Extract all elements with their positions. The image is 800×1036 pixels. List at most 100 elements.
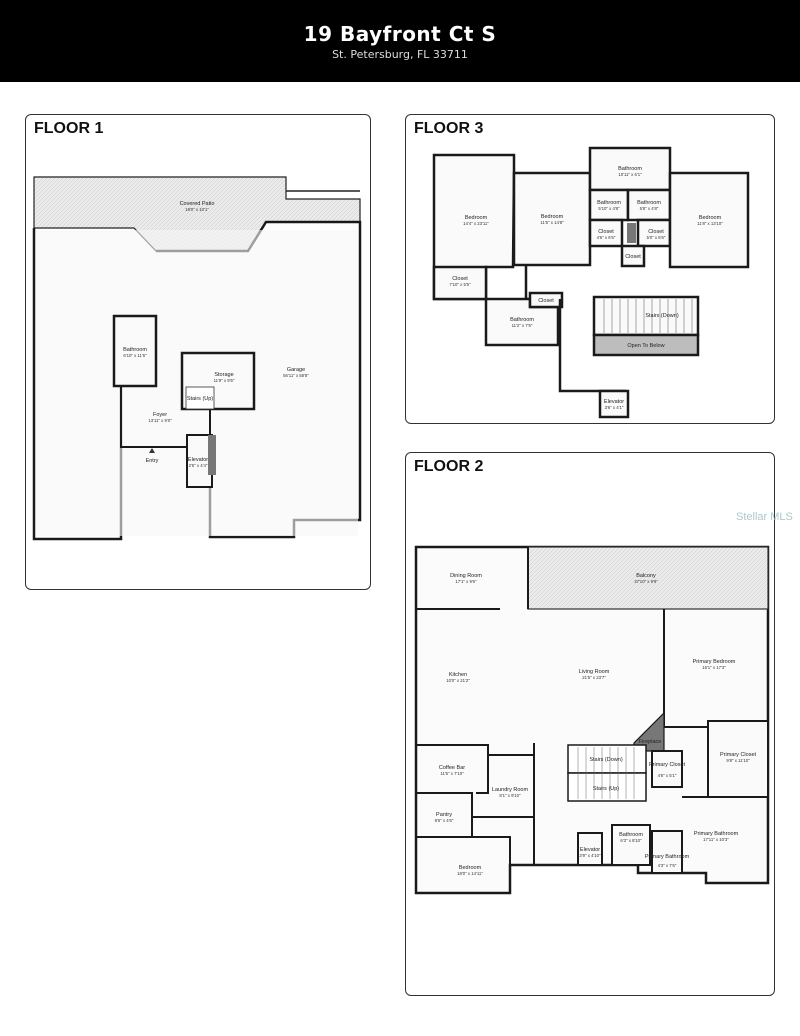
kitchen-label: Kitchen — [449, 672, 467, 678]
floor-2-panel: FLOOR 2 — [405, 452, 775, 996]
closet-w-room — [432, 265, 488, 301]
elevator-shaft — [598, 389, 630, 419]
floor-1-plan: Covered Patio 18'0" x 10'1" Garage 56'11… — [32, 176, 362, 541]
bedroom-a-label: Bedroom — [465, 215, 488, 221]
bathroom-top-label: Bathroom — [618, 166, 642, 172]
primary-bath-dim: 17'11" x 10'3" — [703, 837, 729, 842]
closet-r-label: Closet — [648, 229, 664, 235]
bathroom-dim: 6'3" x 8'10" — [620, 838, 642, 843]
stairs-down-block — [567, 744, 647, 774]
listing-address: 19 Bayfront Ct S — [303, 22, 497, 46]
bedroom-a-dim: 14'4" x 23'11" — [463, 221, 489, 226]
balcony-label: Balcony — [636, 573, 656, 579]
floor-2-outline — [414, 545, 770, 895]
floor-2-title: FLOOR 2 — [414, 458, 484, 475]
small-closet-dim: 4'6" x 5'1" — [658, 773, 677, 778]
listing-city: St. Petersburg, FL 33711 — [332, 48, 468, 61]
bedroom-c-label: Bedroom — [699, 215, 722, 221]
entry-label: Entry — [146, 458, 159, 464]
floor-1-title: FLOOR 1 — [34, 120, 104, 137]
closet-small-label: Closet — [538, 298, 554, 304]
elevator-dim: 3'9" x 4'10" — [579, 853, 601, 858]
stairs-up-block — [567, 772, 647, 802]
foyer-dim: 13'11" x 9'0" — [148, 418, 172, 423]
bathroom-label: Bathroom — [123, 347, 147, 353]
living-dim: 21'5" x 23'7" — [582, 675, 606, 680]
bathroom-label: Bathroom — [619, 832, 643, 838]
dining-label: Dining Room — [450, 573, 482, 579]
elevator-label: Elevator — [580, 847, 600, 853]
primary-bath-small-label: Primary Bathroom — [645, 854, 690, 860]
primary-closet-dim: 9'8" x 11'10" — [726, 758, 750, 763]
stairs-down-label: Stairs (Down) — [589, 757, 622, 763]
bathroom-low-dim: 11'2" x 7'5" — [512, 323, 533, 328]
closet-w-label: Closet — [452, 276, 468, 282]
living-label: Living Room — [579, 669, 610, 675]
listing-header: 19 Bayfront Ct S St. Petersburg, FL 3371… — [0, 0, 800, 82]
dining-dim: 17'1" x 9'6" — [455, 579, 477, 584]
open-to-below — [592, 333, 700, 357]
closet-r-dim: 5'0" x 6'6" — [647, 235, 666, 240]
bedroom-label: Bedroom — [459, 865, 482, 871]
closet-l-dim: 4'6" x 6'6" — [597, 235, 616, 240]
floor-1-panel: FLOOR 1 Covered Patio 18'0" x 10'1" Gara… — [25, 114, 371, 590]
floor-3-panel: FLOOR 3 — [405, 114, 775, 424]
fireplace-label: Fireplace — [639, 739, 662, 745]
coffee-bar-outline — [416, 744, 489, 794]
mls-watermark: Stellar MLS — [736, 511, 793, 523]
stairs-label: Stairs (Down) — [645, 313, 678, 319]
kitchen-dim: 10'0" x 21'2" — [446, 678, 470, 683]
bathroom-low-label: Bathroom — [510, 317, 534, 323]
pantry-dim: 8'6" x 4'6" — [435, 818, 454, 823]
stairs-label: Stairs (Up) — [187, 396, 213, 402]
stairs-up-label: Stairs (Up) — [593, 786, 619, 792]
pantry-label: Pantry — [436, 812, 452, 818]
bathroom-room — [611, 824, 651, 866]
primary-closet-room — [707, 720, 769, 798]
patio-label: Covered Patio — [180, 201, 215, 207]
primary-closet-label: Primary Closet — [720, 752, 757, 758]
primary-bed-label: Primary Bedroom — [693, 659, 736, 665]
bathroom-l-label: Bathroom — [597, 200, 621, 206]
bathroom-r-dim: 5'8" x 4'8" — [640, 206, 659, 211]
floor-3-plan: Bedroom 14'4" x 23'11" Bedroom 11'5" x 1… — [432, 146, 750, 419]
bathroom-top-dim: 10'11" x 6'1" — [618, 172, 642, 177]
entry-arrow — [149, 448, 155, 453]
closet-w-dim: 7'10" x 5'5" — [449, 282, 471, 287]
laundry-label: Laundry Room — [492, 787, 528, 793]
open-below-label: Open To Below — [627, 343, 664, 349]
bedroom-b-label: Bedroom — [541, 214, 564, 220]
bathroom-room — [112, 314, 158, 388]
bathroom-l-dim: 5'10" x 4'8" — [598, 206, 620, 211]
garage-label: Garage — [287, 367, 305, 373]
primary-bath-label: Primary Bathroom — [694, 831, 739, 837]
closet-r-room — [636, 218, 672, 248]
closet-small-room — [528, 291, 564, 309]
bathroom-dim: 6'10" x 11'5" — [123, 353, 147, 358]
elevator-dim: 2'5" x 4'4" — [189, 463, 208, 468]
primary-bath-small-room — [651, 830, 683, 874]
garage-dim: 56'11" x 58'8" — [283, 373, 309, 378]
foyer-label: Foyer — [153, 412, 167, 418]
small-primary-closet-room — [651, 750, 683, 788]
stairs-down-block — [592, 295, 700, 337]
elevator-shaft — [577, 832, 603, 866]
elevator-label: Elevator — [188, 457, 208, 463]
storage-label: Storage — [214, 372, 233, 378]
bathroom-r-label: Bathroom — [637, 200, 661, 206]
laundry-dim: 8'1" x 9'10" — [499, 793, 521, 798]
floor-2-plan: Dining Room 17'1" x 9'6" Balcony 37'10" … — [414, 545, 770, 895]
closet-mid-room — [620, 244, 646, 268]
patio-dim: 18'0" x 10'1" — [185, 207, 209, 212]
elevator-dim: 3'6" x 4'1" — [605, 405, 624, 410]
elevator-label: Elevator — [604, 399, 624, 405]
bedroom-dim: 18'0" x 14'11" — [457, 871, 483, 876]
coffee-dim: 11'5" x 7'10" — [440, 771, 464, 776]
coffee-label: Coffee Bar — [439, 765, 465, 771]
small-closet-label: Primary Closet — [649, 762, 686, 768]
balcony-dim: 37'10" x 9'9" — [634, 579, 658, 584]
bedroom-c-dim: 11'8" x 13'10" — [697, 221, 723, 226]
closet-mid-label: Closet — [625, 254, 641, 260]
bedroom-c-room — [668, 171, 750, 269]
storage-dim: 11'9" x 9'5" — [214, 378, 235, 383]
